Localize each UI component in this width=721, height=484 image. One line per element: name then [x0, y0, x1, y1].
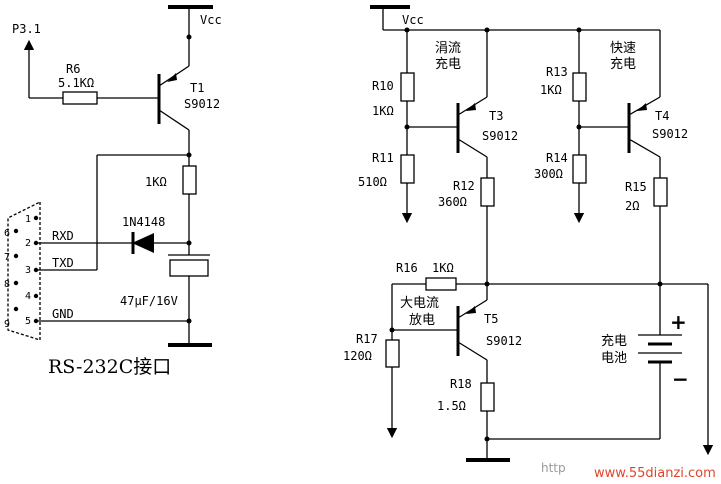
pin-6: 6 [4, 228, 10, 239]
transistor-t4 [627, 30, 661, 158]
resistor-r10 [400, 72, 415, 102]
discharge-label-2: 放电 [409, 313, 435, 328]
r10-value: 1KΩ [372, 104, 394, 118]
discharge-label-1: 大电流 [400, 296, 439, 311]
t1-type: S9012 [184, 97, 220, 111]
pin-4: 4 [25, 291, 31, 302]
resistor-r13 [572, 72, 587, 102]
r13-label: R13 [546, 65, 568, 79]
r6-value: 5.1KΩ [58, 76, 94, 90]
r-1k-label: 1KΩ [145, 175, 167, 189]
left-circuit: Vcc P3.1 R6 5.1KΩ T1 S9012 1KΩ [4, 5, 222, 378]
r17-label: R17 [356, 332, 378, 346]
t5-label: T5 [484, 312, 498, 326]
t3-type: S9012 [482, 129, 518, 143]
resistor-r14 [572, 154, 587, 184]
pin-2: 2 [25, 238, 31, 249]
t4-label: T4 [655, 109, 669, 123]
fast-label-2: 充电 [610, 56, 636, 72]
watermark-http: http [541, 461, 566, 475]
r14-label: R14 [546, 151, 568, 165]
r12-label: R12 [453, 179, 475, 193]
cap-label: 47μF/16V [120, 294, 178, 308]
resistor-r17 [385, 339, 400, 368]
r17-value: 120Ω [343, 349, 372, 363]
rxd-label: RXD [52, 229, 74, 243]
t4-type: S9012 [652, 127, 688, 141]
r14-value: 300Ω [534, 167, 563, 181]
r13-value: 1KΩ [540, 83, 562, 97]
trickle-label-1: 涓流 [435, 40, 461, 56]
battery [638, 334, 682, 364]
r11-value: 510Ω [358, 175, 387, 189]
t3-label: T3 [489, 109, 503, 123]
r18-label: R18 [450, 377, 472, 391]
trickle-label-2: 充电 [435, 56, 461, 72]
gnd-label: GND [52, 307, 74, 321]
r12-value: 360Ω [438, 195, 467, 209]
resistor-r12 [480, 177, 495, 207]
battery-label-1: 充电 [601, 333, 627, 349]
txd-label: TXD [52, 256, 74, 270]
battery-label-2: 电池 [601, 351, 627, 366]
r10-label: R10 [372, 79, 394, 93]
pin-3: 3 [25, 265, 31, 276]
pin-8: 8 [4, 279, 10, 290]
resistor-r18 [480, 382, 495, 412]
watermark-site: www.55dianzi.com [594, 466, 716, 481]
pin-9: 9 [4, 319, 10, 330]
resistor-r11 [400, 154, 415, 184]
r16-value: 1KΩ [432, 261, 454, 275]
p31-label: P3.1 [12, 22, 41, 36]
pin-1: 1 [25, 214, 31, 225]
db9-connector [7, 200, 41, 341]
transistor-t1 [157, 37, 190, 155]
transistor-t5 [456, 284, 488, 361]
pin-7: 7 [4, 252, 10, 263]
r18-value: 1.5Ω [437, 399, 466, 413]
resistor-r16 [425, 277, 457, 291]
resistor-r15 [653, 177, 668, 207]
r15-value: 2Ω [625, 199, 639, 213]
vcc-label: Vcc [200, 13, 222, 27]
battery-minus: − [672, 367, 689, 391]
battery-plus: + [670, 310, 687, 334]
rs232-title: RS-232C接口 [48, 356, 171, 378]
resistor-r6 [62, 91, 98, 105]
vcc-label-right: Vcc [402, 13, 424, 27]
diode-label: 1N4148 [122, 215, 165, 229]
r16-label: R16 [396, 261, 418, 275]
r15-label: R15 [625, 180, 647, 194]
pin-5: 5 [25, 316, 31, 327]
transistor-t3 [456, 30, 488, 158]
diode-1n4148 [132, 233, 154, 253]
t5-type: S9012 [486, 334, 522, 348]
capacitor-47uf [169, 259, 209, 277]
right-circuit: Vcc 涓流 充电 快速 充电 R10 1KΩ R11 510Ω T3 S901… [343, 5, 714, 462]
fast-label-1: 快速 [610, 41, 636, 56]
resistor-1k [182, 165, 197, 195]
r11-label: R11 [372, 151, 394, 165]
t1-label: T1 [190, 81, 204, 95]
r6-label: R6 [66, 62, 80, 76]
